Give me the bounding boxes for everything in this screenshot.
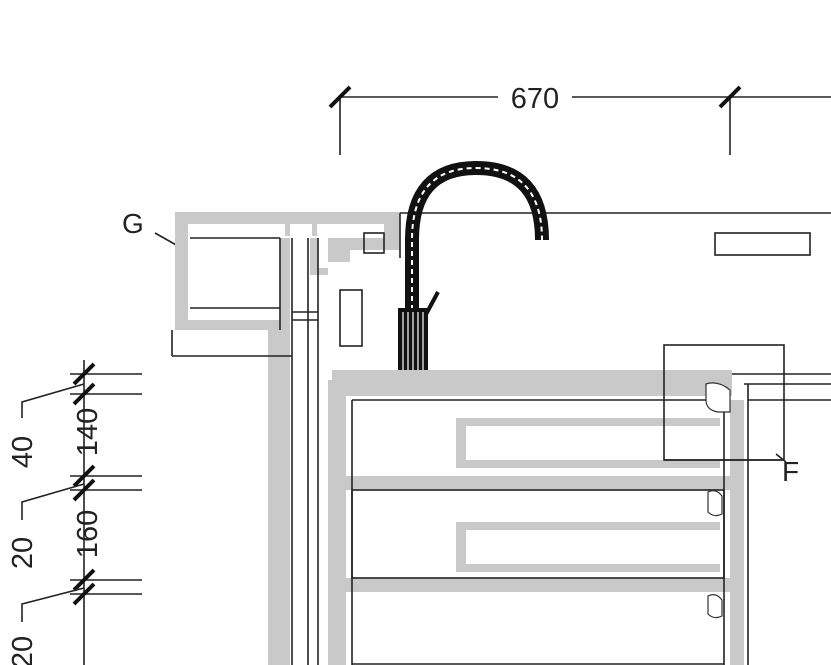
hose-stripe bbox=[411, 166, 543, 310]
leader-line-20a bbox=[21, 483, 85, 520]
dimension-label-670: 670 bbox=[511, 83, 559, 115]
dimension-label-160: 160 bbox=[72, 510, 104, 558]
dimension-label-20b: 20 bbox=[7, 636, 39, 665]
grey-section bbox=[175, 212, 400, 665]
leader-line-40 bbox=[21, 383, 85, 418]
carrier-profile bbox=[332, 370, 831, 665]
dimension-chain-left: 40 140 20 160 20 bbox=[7, 360, 142, 665]
top-beam bbox=[399, 212, 831, 258]
top-plate bbox=[332, 370, 732, 396]
gland-ribs bbox=[402, 312, 424, 370]
beam-slot bbox=[714, 232, 811, 256]
dimension-670: 670 bbox=[328, 83, 831, 155]
leader-line-20b bbox=[21, 587, 85, 622]
tick-mark bbox=[718, 85, 742, 109]
tick-mark bbox=[72, 478, 96, 502]
tick-mark bbox=[72, 464, 96, 488]
tick-mark bbox=[72, 582, 96, 606]
leader-line-g bbox=[154, 232, 179, 247]
cable-hose bbox=[398, 160, 549, 372]
notch bbox=[707, 490, 723, 517]
grey-stub bbox=[285, 222, 290, 236]
chamber-outline bbox=[351, 489, 725, 579]
notch bbox=[705, 382, 731, 413]
tick-mark bbox=[72, 362, 96, 386]
profile-g bbox=[171, 212, 400, 665]
tick-mark bbox=[72, 568, 96, 592]
callout-label-f: F bbox=[782, 456, 799, 487]
callout-label-g: G bbox=[122, 208, 144, 239]
inner-chamber bbox=[188, 238, 280, 320]
shelf bbox=[346, 578, 730, 592]
tick-mark bbox=[72, 382, 96, 406]
shelf bbox=[346, 476, 730, 490]
clamp-square bbox=[363, 232, 385, 254]
inner-rail bbox=[456, 522, 720, 572]
callout-f: F bbox=[663, 344, 799, 487]
left-wall bbox=[332, 370, 346, 665]
notch bbox=[707, 594, 723, 619]
clamp-block bbox=[339, 289, 363, 347]
dimension-label-20a: 20 bbox=[7, 537, 39, 569]
dimension-label-140: 140 bbox=[72, 408, 104, 456]
callout-g: G bbox=[122, 208, 179, 247]
inner-rail bbox=[456, 418, 720, 468]
hose-outer bbox=[405, 160, 549, 310]
grey-stub bbox=[312, 222, 317, 236]
grey-stub bbox=[180, 222, 186, 236]
leader-hook-f bbox=[775, 453, 787, 463]
grey-stub bbox=[180, 300, 186, 316]
right-wall bbox=[730, 400, 744, 665]
dimension-label-40: 40 bbox=[7, 436, 39, 468]
inner-slot bbox=[290, 238, 310, 332]
tick-mark bbox=[328, 85, 352, 109]
inner-slot bbox=[318, 238, 328, 268]
